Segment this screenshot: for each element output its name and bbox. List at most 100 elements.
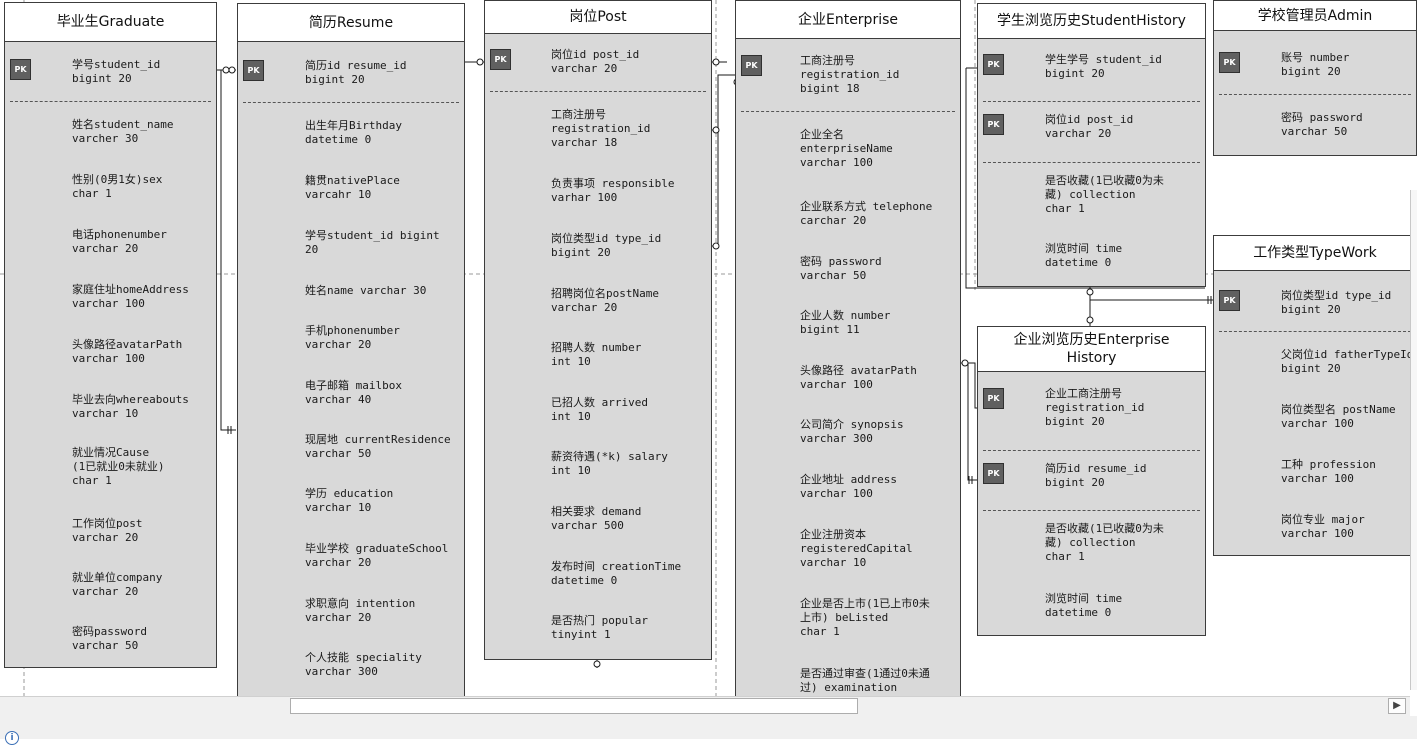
- table-field[interactable]: 学号student_id bigint 20: [238, 229, 464, 257]
- field-name: 岗位类型名 postName: [1281, 403, 1396, 416]
- field-type: varchar 10: [72, 407, 139, 420]
- table-field[interactable]: 现居地 currentResidence varchar 50: [238, 433, 464, 461]
- field-type: varchar 20: [72, 531, 139, 544]
- field-name: 学生学号 student_id: [1045, 53, 1162, 66]
- key-separator: [983, 510, 1200, 511]
- field-name: 姓名name varchar 30: [305, 284, 427, 297]
- info-icon[interactable]: i: [5, 731, 19, 745]
- table-title: 岗位Post: [485, 1, 711, 34]
- primary-key-icon: PK: [983, 388, 1004, 409]
- field-type: tinyint 1: [551, 628, 611, 641]
- field-name: 学号student_id bigint 20: [305, 229, 440, 256]
- field-type: varchar 50: [800, 269, 867, 282]
- field-name: 手机phonenumber: [305, 324, 400, 337]
- vertical-scrollbar[interactable]: [1410, 190, 1417, 690]
- field-name: 企业工商注册号 registration_id: [1045, 387, 1145, 414]
- field-type: varchar 100: [800, 487, 873, 500]
- table-field[interactable]: 姓名name varchar 30: [238, 284, 464, 298]
- field-type: char 1: [72, 474, 112, 487]
- scroll-right-arrow-icon[interactable]: ▶: [1388, 698, 1406, 714]
- field-name: 相关要求 demand: [551, 505, 642, 518]
- status-bar: [0, 716, 1417, 739]
- field-type: varchar 50: [72, 639, 139, 652]
- field-type: char 1: [1045, 202, 1085, 215]
- key-separator: [983, 101, 1200, 102]
- field-name: 就业情况Cause (1已就业0未就业): [72, 446, 165, 473]
- field-name: 电子邮箱 mailbox: [305, 379, 402, 392]
- table-field[interactable]: 是否通过审查(1通过0未通 过) examination: [736, 667, 960, 695]
- table-field[interactable]: 就业情况Cause (1已就业0未就业)char 1: [5, 446, 216, 488]
- scrollbar-thumb[interactable]: [290, 698, 858, 714]
- table-field[interactable]: 工作岗位post varchar 20: [5, 517, 216, 545]
- field-type: varcher 30: [72, 132, 139, 145]
- field-name: 薪资待遇(*k) salary: [551, 450, 668, 463]
- field-name: 家庭住址homeAddress: [72, 283, 189, 296]
- field-type: datetime 0: [551, 574, 618, 587]
- table-field[interactable]: 性别(0男1女)sex char 1: [5, 173, 216, 201]
- field-name: 工商注册号 registration_id: [551, 108, 651, 135]
